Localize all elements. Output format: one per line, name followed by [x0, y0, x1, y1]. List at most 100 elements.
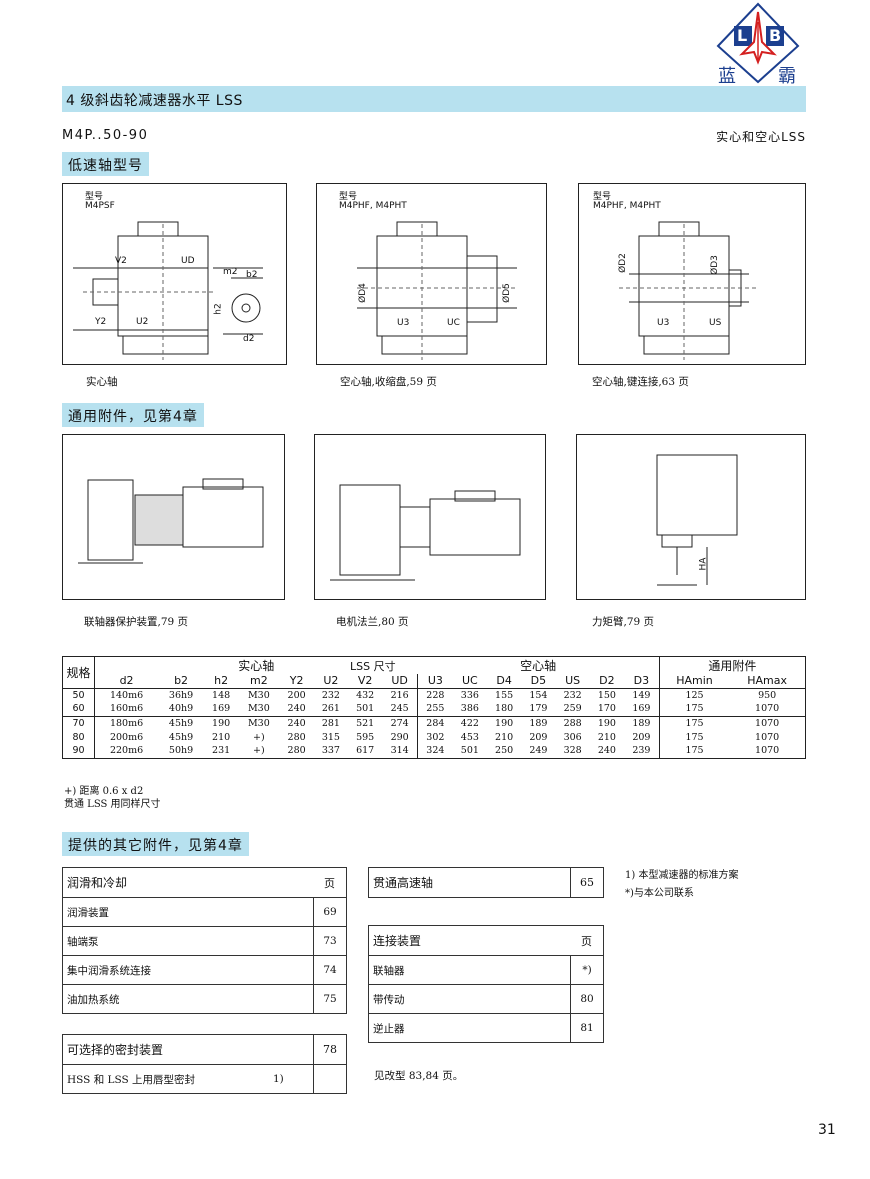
- dim-d2-hollow: ØD2: [617, 253, 628, 273]
- table-cell: 160m6: [109, 703, 144, 715]
- table-cell: 175: [658, 730, 730, 744]
- table-cell: 336: [460, 689, 479, 701]
- dim-h2: h2: [213, 303, 224, 315]
- table-cell: M30: [247, 703, 270, 715]
- caption-hollow-shrink: 空心轴,收缩盘,59 页: [340, 376, 437, 388]
- table-cell: 40h9: [168, 703, 194, 715]
- item-page: 69: [313, 898, 346, 926]
- dim-u3: U3: [657, 318, 670, 328]
- torque-arm-drawing: [656, 454, 738, 586]
- caption-coupling-guard: 联轴器保护装置,79 页: [84, 616, 189, 628]
- table-cell: 175: [658, 744, 730, 758]
- motor-flange-drawing: [330, 484, 521, 581]
- model-code: M4P..50-90: [62, 128, 149, 143]
- figure-motor-flange: [314, 434, 546, 600]
- title-bar: [62, 86, 806, 112]
- figure-solid-shaft: 型号 M4PSF V2 UD m2 b2 h2 Y2 U2 d2: [62, 183, 287, 365]
- seal-page: 78: [313, 1035, 346, 1064]
- table-cell: 1070: [755, 717, 780, 729]
- size-cell: 80: [62, 730, 95, 744]
- column-header: U3: [416, 674, 453, 688]
- column-header: V2: [357, 674, 373, 688]
- page-number: 31: [818, 1122, 836, 1138]
- caption-torque-arm: 力矩臂,79 页: [592, 616, 655, 628]
- table-cell: 232: [321, 689, 340, 701]
- type-code: M4PHF, M4PHT: [593, 201, 661, 211]
- through-shaft-title: 贯通高速轴: [373, 876, 434, 890]
- item-name: 带传动: [373, 993, 405, 1006]
- table-cell: 45h9: [168, 717, 194, 729]
- list-item: 润滑装置 69: [63, 897, 346, 926]
- dim-m2: m2: [223, 267, 238, 277]
- type-label: 型号: [593, 192, 612, 202]
- dim-ud: UD: [181, 256, 195, 266]
- item-name: 润滑装置: [67, 906, 109, 919]
- dim-ha: HA: [698, 557, 709, 571]
- table-cell: 315: [321, 731, 340, 743]
- table-cell: 155: [495, 689, 514, 701]
- table-cell: 220m6: [109, 745, 144, 757]
- table-cell: 240: [287, 717, 306, 729]
- table-cell: 324: [416, 744, 453, 758]
- table-cell: 240: [597, 745, 616, 757]
- table-cell: 280: [287, 745, 306, 757]
- table-cell: 125: [658, 688, 730, 702]
- through-shaft-page: 65: [570, 868, 603, 897]
- logo-letter-l: L: [737, 26, 748, 45]
- seal-box: 可选择的密封装置 78 HSS 和 LSS 上用唇型密封 1): [62, 1034, 347, 1094]
- dim-v2: V2: [115, 256, 127, 266]
- table-cell: 216: [390, 689, 409, 701]
- type-code: M4PHF, M4PHT: [339, 201, 407, 211]
- logo-cn-right: 霸: [778, 66, 796, 87]
- table-cell: 210: [597, 731, 616, 743]
- item-name: 油加热系统: [67, 993, 120, 1006]
- table-cell: 1070: [755, 703, 780, 715]
- table-cell: 386: [460, 703, 479, 715]
- list-item: 联轴器*): [369, 955, 603, 984]
- table-cell: 239: [632, 745, 651, 757]
- caption-motor-flange: 电机法兰,80 页: [336, 616, 409, 628]
- section-accessories: 通用附件，见第4章: [62, 403, 204, 427]
- dim-d4: ØD4: [357, 283, 368, 303]
- table-cell: 209: [632, 731, 651, 743]
- table-cell: 210: [212, 731, 231, 743]
- column-header: HAmin: [658, 674, 730, 688]
- table-cell: 280: [287, 731, 306, 743]
- table-cell: 190: [597, 717, 616, 729]
- table-cell: 170: [597, 703, 616, 715]
- column-header: h2: [214, 674, 229, 688]
- item-name: 逆止器: [373, 1022, 405, 1035]
- table-note-1: +) 距离 0.6 x d2: [64, 786, 144, 797]
- size-cell: 60: [62, 702, 95, 716]
- figure-torque-arm: HA: [576, 434, 806, 600]
- list-item: HSS 和 LSS 上用唇型密封 1): [63, 1064, 346, 1093]
- table-cell: 328: [563, 745, 582, 757]
- figure-coupling-guard: [62, 434, 285, 600]
- table-cell: 180: [495, 703, 514, 715]
- table-cell: 140m6: [109, 689, 144, 701]
- table-note-2: 贯通 LSS 用同样尺寸: [64, 799, 161, 810]
- table-cell: 422: [460, 717, 479, 729]
- table-cell: 179: [529, 703, 548, 715]
- seal-item: HSS 和 LSS 上用唇型密封: [67, 1073, 196, 1086]
- dim-uc: UC: [447, 318, 460, 328]
- column-header: D4: [496, 674, 512, 688]
- side-note-1: 1) 本型减速器的标准方案: [625, 870, 739, 881]
- acc-group-header: 通用附件: [658, 656, 806, 674]
- table-cell: 284: [416, 716, 453, 730]
- size-col-header: 规格: [62, 656, 95, 689]
- table-cell: 453: [460, 731, 479, 743]
- item-page: 73: [313, 927, 346, 955]
- gearbox-drawing-hollow-key: [619, 221, 759, 360]
- table-cell: M30: [247, 717, 270, 729]
- seal-item-page: [313, 1065, 346, 1093]
- table-cell: +): [253, 731, 265, 743]
- gearbox-drawing-solid: [73, 221, 263, 360]
